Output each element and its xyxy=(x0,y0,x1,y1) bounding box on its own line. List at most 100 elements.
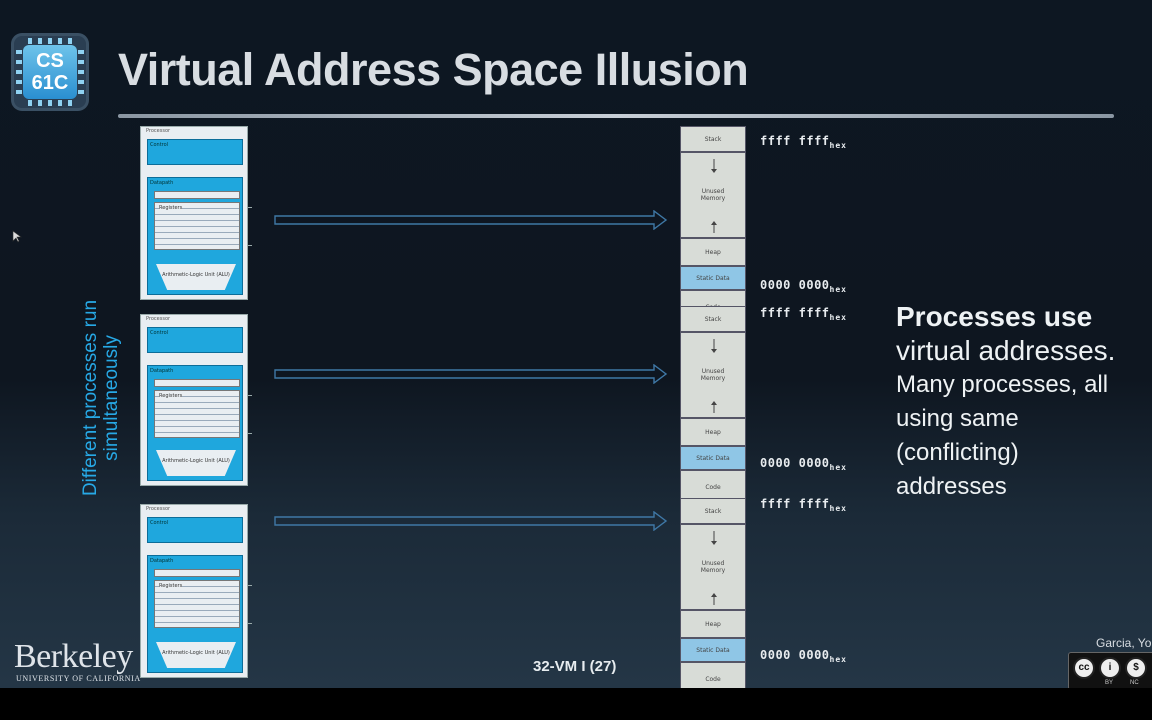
address-suffix: hex xyxy=(829,313,847,322)
bus-stub xyxy=(247,585,252,586)
segment-unused: Unused Memory xyxy=(680,524,746,610)
register-file: Registers xyxy=(154,580,240,628)
cs61c-logo: CS 61C xyxy=(14,36,86,108)
registers-label: Registers xyxy=(159,205,183,211)
segment-stack: Stack xyxy=(680,498,746,524)
address-value: 0000 0000 xyxy=(760,648,830,662)
address-value: 0000 0000 xyxy=(760,456,830,470)
segment-static-data: Static Data xyxy=(680,446,746,470)
segment-heap: Heap xyxy=(680,238,746,266)
segment-unused: Unused Memory xyxy=(680,332,746,418)
segment-stack: Stack xyxy=(680,306,746,332)
license-by: BY xyxy=(1105,680,1114,686)
chip-pins-icon xyxy=(16,38,84,106)
logo-line-2: 61C xyxy=(31,72,69,94)
datapath-box: Datapath Registers Arithmetic-Logic Unit… xyxy=(147,555,243,673)
explanation-line: Many processes, all xyxy=(896,371,1109,398)
pc-register xyxy=(154,191,240,199)
cc-icon: cc xyxy=(1073,657,1095,679)
stack-heap-arrows-icon xyxy=(711,339,717,413)
segment-heap: Heap xyxy=(680,418,746,446)
address-suffix: hex xyxy=(829,463,847,472)
berkeley-logo: Berkeley UNIVERSITY OF CALIFORNIA xyxy=(14,638,141,684)
datapath-label: Datapath xyxy=(150,180,174,186)
control-label: Control xyxy=(150,142,169,148)
processor-diagram-3: Processor Control Datapath Registers Ari… xyxy=(140,504,252,678)
logo-line-1: CS xyxy=(36,50,64,72)
alu: Arithmetic-Logic Unit (ALU) xyxy=(156,642,236,668)
arrow-right-icon xyxy=(274,511,668,531)
address-low-2: 0000 0000hex xyxy=(760,456,847,472)
title-underline xyxy=(118,114,1114,118)
explanation-text: Processes use virtual addresses. Many pr… xyxy=(896,300,1152,504)
stack-heap-arrows-icon xyxy=(711,531,717,605)
registers-label: Registers xyxy=(159,583,183,589)
datapath-box: Datapath Registers Arithmetic-Logic Unit… xyxy=(147,177,243,295)
pc-register xyxy=(154,379,240,387)
bus-stub xyxy=(247,433,252,434)
control-box: Control xyxy=(147,327,243,353)
address-value: ffff ffff xyxy=(760,497,830,511)
processor-label: Processor xyxy=(146,506,171,512)
processor-diagram-2: Processor Control Datapath Registers Ari… xyxy=(140,314,252,486)
control-label: Control xyxy=(150,330,169,336)
arrow-right-icon xyxy=(274,364,668,384)
explanation-line: addresses xyxy=(896,473,1007,500)
control-box: Control xyxy=(147,517,243,543)
arrow-right-icon xyxy=(274,210,668,230)
segment-static-data: Static Data xyxy=(680,266,746,290)
noncommercial-icon: $ xyxy=(1125,657,1147,679)
address-high-1: ffff ffffhex xyxy=(760,134,847,150)
processor-label: Processor xyxy=(146,128,171,134)
explanation-line: using same xyxy=(896,405,1019,432)
register-file: Registers xyxy=(154,202,240,250)
berkeley-wordmark: Berkeley xyxy=(14,638,133,675)
segment-unused: Unused Memory xyxy=(680,152,746,238)
address-suffix: hex xyxy=(829,141,847,150)
processor-diagram-1: Processor Control Datapath Registers Ari… xyxy=(140,126,252,300)
alu: Arithmetic-Logic Unit (ALU) xyxy=(156,264,236,290)
datapath-label: Datapath xyxy=(150,368,174,374)
bus-stub xyxy=(247,207,252,208)
control-box: Control xyxy=(147,139,243,165)
address-value: 0000 0000 xyxy=(760,278,830,292)
address-low-1: 0000 0000hex xyxy=(760,278,847,294)
letterbox-bar xyxy=(0,688,1152,720)
explanation-heading: Processes use xyxy=(896,301,1093,332)
address-low-3: 0000 0000hex xyxy=(760,648,847,664)
license-nc: NC xyxy=(1130,680,1139,686)
author-credit: Garcia, Yo xyxy=(1096,636,1152,650)
address-value: ffff ffff xyxy=(760,134,830,148)
address-suffix: hex xyxy=(829,655,847,664)
bus-stub xyxy=(247,623,252,624)
berkeley-subtitle: UNIVERSITY OF CALIFORNIA xyxy=(16,674,141,683)
address-high-2: ffff ffffhex xyxy=(760,306,847,322)
side-label: Different processes run simultaneously xyxy=(80,299,122,497)
datapath-box: Datapath Registers Arithmetic-Logic Unit… xyxy=(147,365,243,481)
slide: CS 61C Virtual Address Space Illusion Pr… xyxy=(0,0,1152,688)
unused-label: Unused Memory xyxy=(700,368,726,382)
slide-title: Virtual Address Space Illusion xyxy=(118,44,749,95)
control-label: Control xyxy=(150,520,169,526)
mouse-cursor-icon xyxy=(12,230,22,243)
processor-label: Processor xyxy=(146,316,171,322)
segment-heap: Heap xyxy=(680,610,746,638)
bus-stub xyxy=(247,245,252,246)
alu: Arithmetic-Logic Unit (ALU) xyxy=(156,450,236,476)
address-suffix: hex xyxy=(829,285,847,294)
datapath-label: Datapath xyxy=(150,558,174,564)
segment-stack: Stack xyxy=(680,126,746,152)
address-high-3: ffff ffffhex xyxy=(760,497,847,513)
attribution-icon: i xyxy=(1099,657,1121,679)
address-suffix: hex xyxy=(829,504,847,513)
creative-commons-badge: cc i $ BY NC xyxy=(1068,652,1152,688)
segment-code: Code xyxy=(680,662,746,688)
bus-stub xyxy=(247,395,252,396)
register-file: Registers xyxy=(154,390,240,438)
stack-heap-arrows-icon xyxy=(711,159,717,233)
address-value: ffff ffff xyxy=(760,306,830,320)
pc-register xyxy=(154,569,240,577)
logo-chip: CS 61C xyxy=(23,45,77,99)
unused-label: Unused Memory xyxy=(700,188,726,202)
slide-number: 32-VM I (27) xyxy=(533,658,617,675)
